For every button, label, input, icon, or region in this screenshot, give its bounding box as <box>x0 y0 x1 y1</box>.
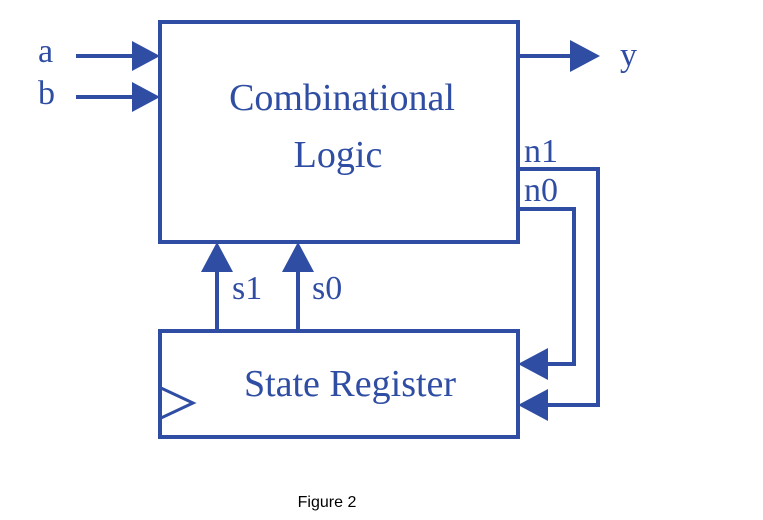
input-b-label: b <box>38 75 55 112</box>
combinational-logic-label-line1: Combinational <box>229 77 455 119</box>
next-state-n1-wire <box>518 167 600 407</box>
next-state-n0-wire <box>518 207 576 366</box>
next-state-n1-label: n1 <box>524 133 558 170</box>
clock-input-triangle <box>160 386 197 420</box>
state-s1-label: s1 <box>232 270 262 307</box>
next-state-n0-label: n0 <box>524 172 558 209</box>
input-a-arrow <box>132 41 160 71</box>
input-a-label: a <box>38 33 53 70</box>
output-y-label: y <box>620 37 637 74</box>
combinational-logic-block <box>158 20 520 244</box>
state-s0-label: s0 <box>312 270 342 307</box>
next-state-n0-arrow <box>518 348 548 380</box>
state-s1-arrow <box>201 242 233 272</box>
next-state-n1-arrow <box>518 389 548 421</box>
input-b-arrow <box>132 82 160 112</box>
state-s0-arrow <box>282 242 314 272</box>
combinational-logic-label-line2: Logic <box>294 134 383 176</box>
figure-caption: Figure 2 <box>298 494 357 511</box>
output-y-arrow <box>570 40 600 72</box>
state-register-block <box>158 329 520 439</box>
state-register-label: State Register <box>244 363 456 405</box>
